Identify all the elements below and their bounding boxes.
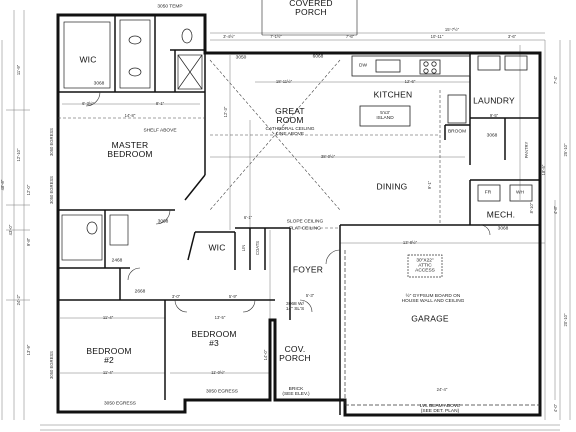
- note-pantry: PANTRY: [523, 141, 529, 159]
- note-flat-ceiling: FLAT CEILING: [289, 226, 321, 232]
- note-dishwasher: DW: [359, 63, 367, 69]
- note-window-3050: 3050: [235, 55, 247, 61]
- dim-right-1: 7'-4": [552, 75, 558, 85]
- note-gypsum-board: ½" GYPSUM BOARD ON HOUSE WALL AND CEILIN…: [401, 293, 465, 304]
- kitchen-counters: [351, 55, 533, 202]
- interior-walls: [58, 15, 540, 415]
- dim-bottom-3: 13'-5": [214, 314, 226, 320]
- dim-left-5: 43'-0": [7, 224, 13, 236]
- dim-right-3: 20'-10": [562, 313, 568, 327]
- note-door-2668: 2668: [134, 289, 146, 295]
- dim-left-1: 11'-9": [15, 64, 21, 76]
- garage-details: [344, 250, 540, 406]
- dim-left-6: 9'-8": [25, 237, 31, 247]
- dim-right-6: 8'-10": [528, 202, 534, 214]
- dim-bottom-1: 11'-4": [102, 314, 114, 320]
- dim-right-7: 4'-8": [552, 205, 558, 215]
- note-broom: BROOM: [447, 129, 467, 135]
- dim-mid-3: 5'-9": [228, 293, 238, 299]
- room-laundry: LAUNDRY: [473, 95, 515, 106]
- dim-center-v3: 14'-0": [262, 349, 268, 361]
- note-egress-bottom: 3050 EGRESS: [104, 401, 136, 407]
- room-foyer: FOYER: [292, 264, 324, 275]
- note-lvl-beam: LVL BEAM ABOVE (SEE DET. PLAN): [419, 403, 461, 414]
- dim-bedroom3-width: 11'-0½": [211, 369, 225, 375]
- note-tempered-window: 3050 TEMP: [157, 4, 183, 10]
- dim-bedroom2-width: 11'-4": [102, 369, 114, 375]
- dim-mid-2: 6'-1": [243, 214, 253, 220]
- room-cov-porch: COV. PORCH: [279, 344, 311, 363]
- note-door-3068-a: 3068: [93, 81, 105, 87]
- dim-top-1: 3'-4½": [223, 33, 235, 39]
- dim-laundry-width: 9'-5": [489, 112, 499, 118]
- note-door-2468: 2468: [111, 258, 123, 264]
- note-shelf-above: SHELF ABOVE: [143, 128, 177, 134]
- dim-master-width-2: 6'-3½": [82, 100, 94, 106]
- note-egress-bedroom3: 3050 EGRESS: [206, 389, 238, 395]
- room-great-room: GREAT ROOM: [275, 106, 305, 125]
- room-master-bedroom: MASTER BEDROOM: [107, 140, 153, 159]
- note-coats: COATS: [254, 240, 260, 256]
- room-mech: MECH.: [486, 209, 516, 220]
- dim-great-room-width: 18'-11½": [275, 78, 293, 84]
- dim-top-3: 7'-6": [345, 33, 355, 39]
- note-brick: BRICK (SEE ELEV.): [282, 386, 310, 397]
- room-dining: DINING: [376, 181, 408, 192]
- dim-top-4: 10'-11": [430, 33, 444, 39]
- dim-left-7: 24'-2": [15, 294, 21, 306]
- dimension-lines: [1, 10, 571, 431]
- room-covered-porch: COVERED PORCH: [289, 0, 333, 17]
- note-cathedral-ceiling: CATHEDRAL CEILING LINE ABOVE: [265, 126, 315, 137]
- dim-dining-width: 38'-0½": [320, 153, 336, 159]
- bath-fixtures: [61, 19, 203, 261]
- note-slope-ceiling: SLOPE CEILING: [286, 219, 324, 225]
- room-bedroom-2: BEDROOM #2: [86, 346, 132, 365]
- note-attic-access: 30"X22" ATTIC ACCESS: [415, 258, 435, 274]
- dim-left-2: 12'-10": [15, 148, 21, 162]
- note-door-3068-sidelites: 3068 W/ 14" SL'S: [285, 301, 305, 312]
- dim-left-8: 13'-9": [25, 344, 31, 356]
- note-egress-master-2: 3050 EGRESS: [48, 176, 54, 204]
- dim-kitchen-width: 12'-6": [404, 78, 416, 84]
- dim-top-5: 3'-6": [507, 33, 517, 39]
- note-door-3068-c: 3068: [497, 226, 509, 232]
- note-door-6068: 6068: [312, 54, 324, 60]
- ceiling-lines: [58, 59, 441, 229]
- dim-right-4: 4'-0": [552, 403, 558, 413]
- dim-garage-width: 24'-4": [436, 386, 448, 392]
- dim-center-v1: 12'-3": [222, 106, 228, 118]
- note-linen: LIN: [240, 244, 246, 252]
- dim-top-6: 15'-7½": [444, 26, 460, 32]
- dim-foyer-width: 5'-3": [305, 292, 315, 298]
- dim-center-v2: 9'-1": [426, 180, 432, 190]
- room-bedroom-3: BEDROOM #3: [191, 329, 237, 348]
- covered-porch-outline: [261, 0, 358, 36]
- room-garage: GARAGE: [411, 313, 449, 324]
- dim-right-2: 25'-10": [562, 143, 568, 157]
- room-wic-small: WIC: [208, 242, 226, 253]
- dim-left-4: 48'-8": [0, 179, 5, 191]
- dim-bottom-2: 3'-0": [171, 293, 181, 299]
- note-furnace: FR: [484, 190, 492, 196]
- dim-master-width: 14'-8": [124, 112, 136, 118]
- dim-right-5: 18'-5": [540, 164, 546, 176]
- note-egress-bedroom2: 3050 EGRESS: [48, 351, 54, 379]
- note-island: 5'x3' ISLAND: [376, 110, 394, 121]
- note-egress-master-1: 3050 EGRESS: [48, 128, 54, 156]
- exterior-walls: [56, 13, 542, 417]
- note-door-3068-d: 3068: [486, 133, 498, 139]
- dim-left-3: 12'-0": [25, 184, 31, 196]
- door-swings: [85, 91, 491, 313]
- note-door-3068-b: 3068: [157, 219, 169, 225]
- room-kitchen: KITCHEN: [373, 89, 413, 100]
- dim-master-width-3: 8'-1": [155, 100, 165, 106]
- room-wic-master: WIC: [79, 54, 97, 65]
- note-water-heater: WH: [516, 190, 524, 196]
- dim-top-2: 7'-1½": [270, 33, 282, 39]
- dim-mid-1: 13'-8½": [402, 239, 418, 245]
